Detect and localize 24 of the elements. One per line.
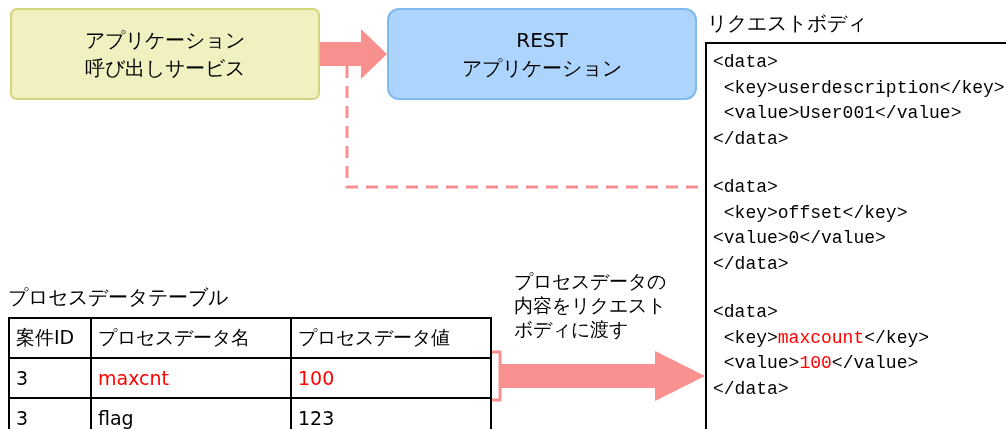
application-box: REST アプリケーション [387, 8, 697, 100]
code-line: <data> [713, 51, 779, 74]
arrow [320, 29, 387, 79]
code-line: </data> [713, 127, 790, 151]
code-line: </data> [713, 377, 790, 401]
code-line: <key>offset</key> [722, 201, 909, 225]
table-cell: 3 [9, 398, 91, 429]
code-line: <value>User001</value> [722, 102, 963, 125]
table-cell: 3 [9, 358, 91, 398]
box-heading: リクエストボディ [707, 10, 867, 37]
table-title: プロセスデータテーブル [8, 284, 228, 311]
table-cell: プロセスデータ名 [91, 318, 291, 358]
code-line: <value>100</value> [722, 352, 920, 375]
service-box: アプリケーション呼び出しサービス [10, 8, 320, 100]
table-cell: 案件ID [9, 318, 91, 358]
code-line: <data> [713, 176, 779, 199]
arrow [500, 351, 705, 401]
table-cell: maxcnt [91, 358, 291, 398]
table-cell: プロセスデータ値 [291, 318, 491, 358]
code-line: </data> [713, 252, 790, 276]
table-cell: 100 [291, 358, 491, 398]
code-line: <data> [713, 301, 779, 324]
code-line: <key>maxcount</key> [722, 326, 931, 350]
code-line: <value>0</value> [713, 227, 887, 250]
